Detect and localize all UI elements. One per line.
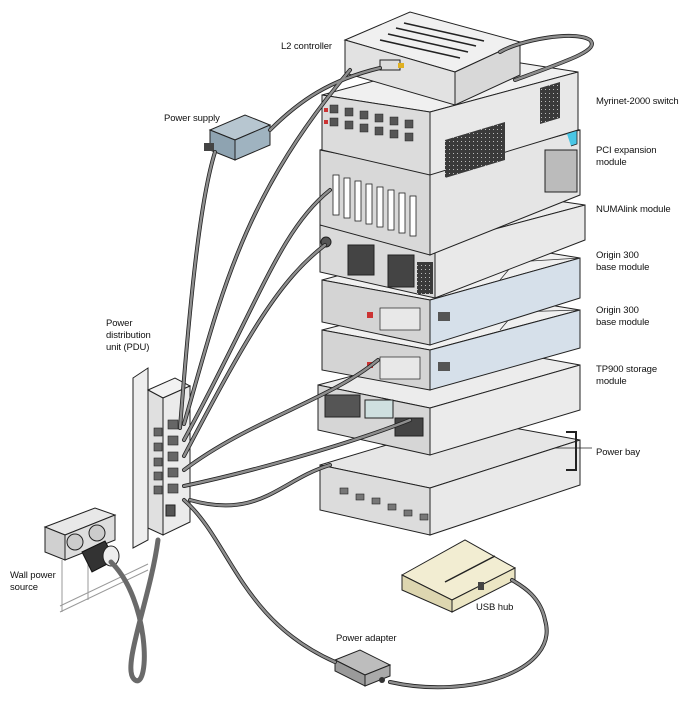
pdu-switch-icon <box>165 504 176 517</box>
label-usb-hub: USB hub <box>476 602 514 613</box>
label-myrinet-switch: Myrinet-2000 switch <box>596 96 679 107</box>
cables <box>108 33 594 690</box>
label-pci-expansion-module: PCI expansion module <box>596 145 657 168</box>
wall-power-source <box>43 507 149 613</box>
label-l2-controller: L2 controller <box>281 41 332 52</box>
usb-hub <box>400 539 517 613</box>
power-bay-handle <box>566 431 577 471</box>
power-bay <box>319 419 581 536</box>
label-origin300-base-module-upper: Origin 300 base module <box>596 250 650 273</box>
power-adapter <box>333 649 392 687</box>
label-numalink-module: NUMAlink module <box>596 204 671 215</box>
label-origin300-base-module-lower: Origin 300 base module <box>596 305 650 328</box>
label-wall-power-source: Wall power source <box>10 570 56 593</box>
l2-controller <box>343 11 522 106</box>
power-distribution-unit <box>132 367 192 549</box>
label-power-adapter: Power adapter <box>336 633 397 644</box>
label-tp900-storage-module: TP900 storage module <box>596 364 658 387</box>
label-pdu: Power distribution unit (PDU) <box>106 318 151 353</box>
label-power-supply: Power supply <box>164 113 220 124</box>
label-power-bay: Power bay <box>596 447 640 458</box>
